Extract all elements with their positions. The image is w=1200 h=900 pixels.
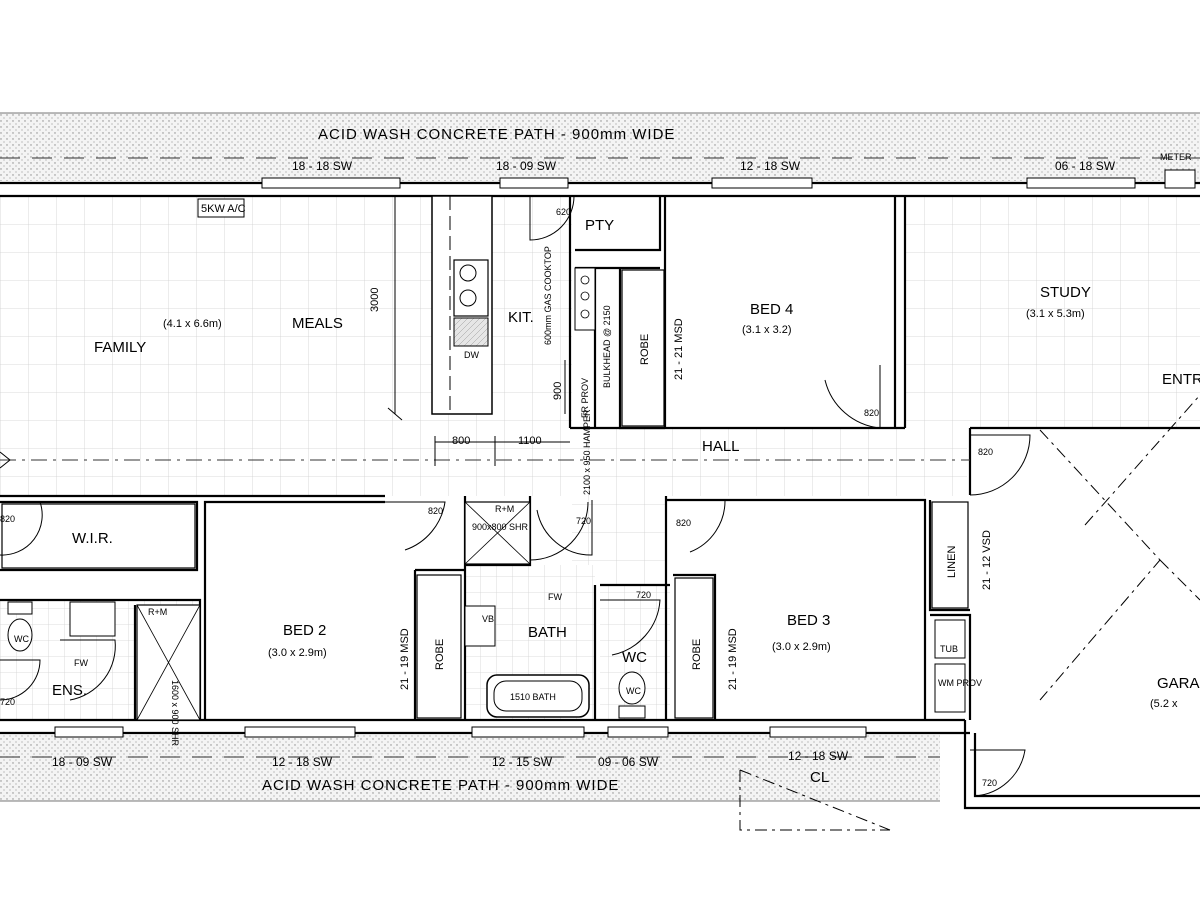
vb-label: VB xyxy=(482,614,494,624)
room-study-size: (3.1 x 5.3m) xyxy=(1026,308,1085,320)
vanity-icon xyxy=(464,605,496,647)
hamper-label: 2100 x 950 HAMPER xyxy=(582,409,592,495)
tub-icon xyxy=(934,619,966,659)
tub-label: TUB xyxy=(940,644,958,654)
wm-icon xyxy=(934,663,966,713)
dim-3000: 3000 xyxy=(369,288,381,312)
fw-ens-label: FW xyxy=(74,658,88,668)
bed2-robe xyxy=(416,574,462,719)
wm-label: WM PROV xyxy=(938,678,982,688)
dim-800: 800 xyxy=(452,435,470,447)
room-wc: WC xyxy=(622,649,647,666)
dim-900: 900 xyxy=(552,382,564,400)
door-wir: 820 xyxy=(0,514,15,524)
top-path-label: ACID WASH CONCRETE PATH - 900mm WIDE xyxy=(318,126,675,143)
window-top-4: 06 - 18 SW xyxy=(1055,159,1116,173)
door-swings xyxy=(0,195,1031,797)
bath1510-label: 1510 BATH xyxy=(510,692,556,702)
door-entry: 820 xyxy=(978,447,993,457)
window-bottom-1: 18 - 09 SW xyxy=(52,755,113,769)
dimension-lines xyxy=(387,196,570,466)
bulkhead-label: BULKHEAD @ 2150 xyxy=(602,305,612,388)
vsd-linen: 21 - 12 VSD xyxy=(981,530,993,590)
room-family-size: (4.1 x 6.6m) xyxy=(163,318,222,330)
door-bed4: 820 xyxy=(864,408,879,418)
room-bed2-size: (3.0 x 2.9m) xyxy=(268,647,327,659)
room-bed3: BED 3 xyxy=(787,612,830,629)
hall-tiles xyxy=(572,428,967,496)
dim-1100: 1100 xyxy=(518,435,542,447)
room-hall: HALL xyxy=(702,438,740,455)
door-wc: 720 xyxy=(636,590,651,600)
room-garage-size: (5.2 x xyxy=(1150,698,1178,710)
cooktop-label: 600mm GAS COOKTOP xyxy=(543,246,553,345)
msd-bed2: 21 - 19 MSD xyxy=(399,628,411,690)
room-wir: W.I.R. xyxy=(72,530,113,547)
living-tiles xyxy=(0,196,432,496)
ens-vanity-icon xyxy=(69,601,116,637)
room-entry: ENTRY xyxy=(1162,371,1200,388)
wc-icon xyxy=(618,671,646,705)
room-garage: GARAGE xyxy=(1157,675,1200,692)
room-study: STUDY xyxy=(1040,284,1091,301)
room-pty: PTY xyxy=(585,217,614,234)
door-bath: 720 xyxy=(576,516,591,526)
msd-bed3: 21 - 19 MSD xyxy=(727,628,739,690)
window-bottom-2: 12 - 18 SW xyxy=(272,755,333,769)
door-ens: 720 xyxy=(0,697,15,707)
dw-label: DW xyxy=(464,350,479,360)
window-marks xyxy=(54,169,1196,738)
room-bed4-size: (3.1 x 3.2) xyxy=(742,324,792,336)
window-bottom-5: 12 - 18 SW xyxy=(788,749,849,763)
door-pty: 620 xyxy=(556,207,571,217)
room-bed3-size: (3.0 x 2.9m) xyxy=(772,641,831,653)
window-bottom-4: 09 - 06 SW xyxy=(598,755,659,769)
window-top-2: 18 - 09 SW xyxy=(496,159,557,173)
bottom-path xyxy=(0,735,940,801)
room-kit: KIT. xyxy=(508,309,534,326)
bed4-robe xyxy=(621,269,665,427)
door-bed2: 820 xyxy=(428,506,443,516)
ac-label: 5KW A/C xyxy=(201,203,246,215)
wir-robe xyxy=(1,503,196,569)
meter-label: METER xyxy=(1160,152,1192,162)
rm-ens-label: R+M xyxy=(148,607,167,617)
entry-tiles xyxy=(1040,370,1200,428)
bottom-path-label: ACID WASH CONCRETE PATH - 900mm WIDE xyxy=(262,777,619,794)
frprov-label: FR PROV xyxy=(580,378,590,418)
door-bed3: 820 xyxy=(676,518,691,528)
room-family: FAMILY xyxy=(94,339,146,356)
garage-roof-lines xyxy=(739,394,1200,831)
msd-bed4: 21 - 21 MSD xyxy=(673,318,685,380)
room-cl: CL xyxy=(810,769,829,786)
window-top-1: 18 - 18 SW xyxy=(292,159,353,173)
room-bed2: BED 2 xyxy=(283,622,326,639)
top-path xyxy=(0,113,1200,181)
fw-bath-label: FW xyxy=(548,592,562,602)
robe-bed2: ROBE xyxy=(434,639,446,670)
robe-bed4: ROBE xyxy=(639,334,651,365)
cooktop-icon xyxy=(574,267,596,331)
shr1600-label: 1600 x 900 SHR xyxy=(170,680,180,747)
room-meals: MEALS xyxy=(292,315,343,332)
linen-cupboard xyxy=(931,501,969,609)
door-garage: 720 xyxy=(982,778,997,788)
robe-bed3: ROBE xyxy=(691,639,703,670)
room-bath: BATH xyxy=(528,624,567,641)
linen-label: LINEN xyxy=(946,546,958,578)
room-ens: ENS. xyxy=(52,682,87,699)
ens-wc-icon xyxy=(7,618,33,652)
window-bottom-3: 12 - 15 SW xyxy=(492,755,553,769)
wc-ens-fix: WC xyxy=(14,634,29,644)
shr900-label: 900x800 SHR xyxy=(472,522,529,532)
window-top-3: 12 - 18 SW xyxy=(740,159,801,173)
ac-unit xyxy=(197,198,245,218)
rm-label: R+M xyxy=(495,504,514,514)
room-bed4: BED 4 xyxy=(750,301,793,318)
wc-fix: WC xyxy=(626,686,641,696)
bed3-robe xyxy=(674,577,714,719)
